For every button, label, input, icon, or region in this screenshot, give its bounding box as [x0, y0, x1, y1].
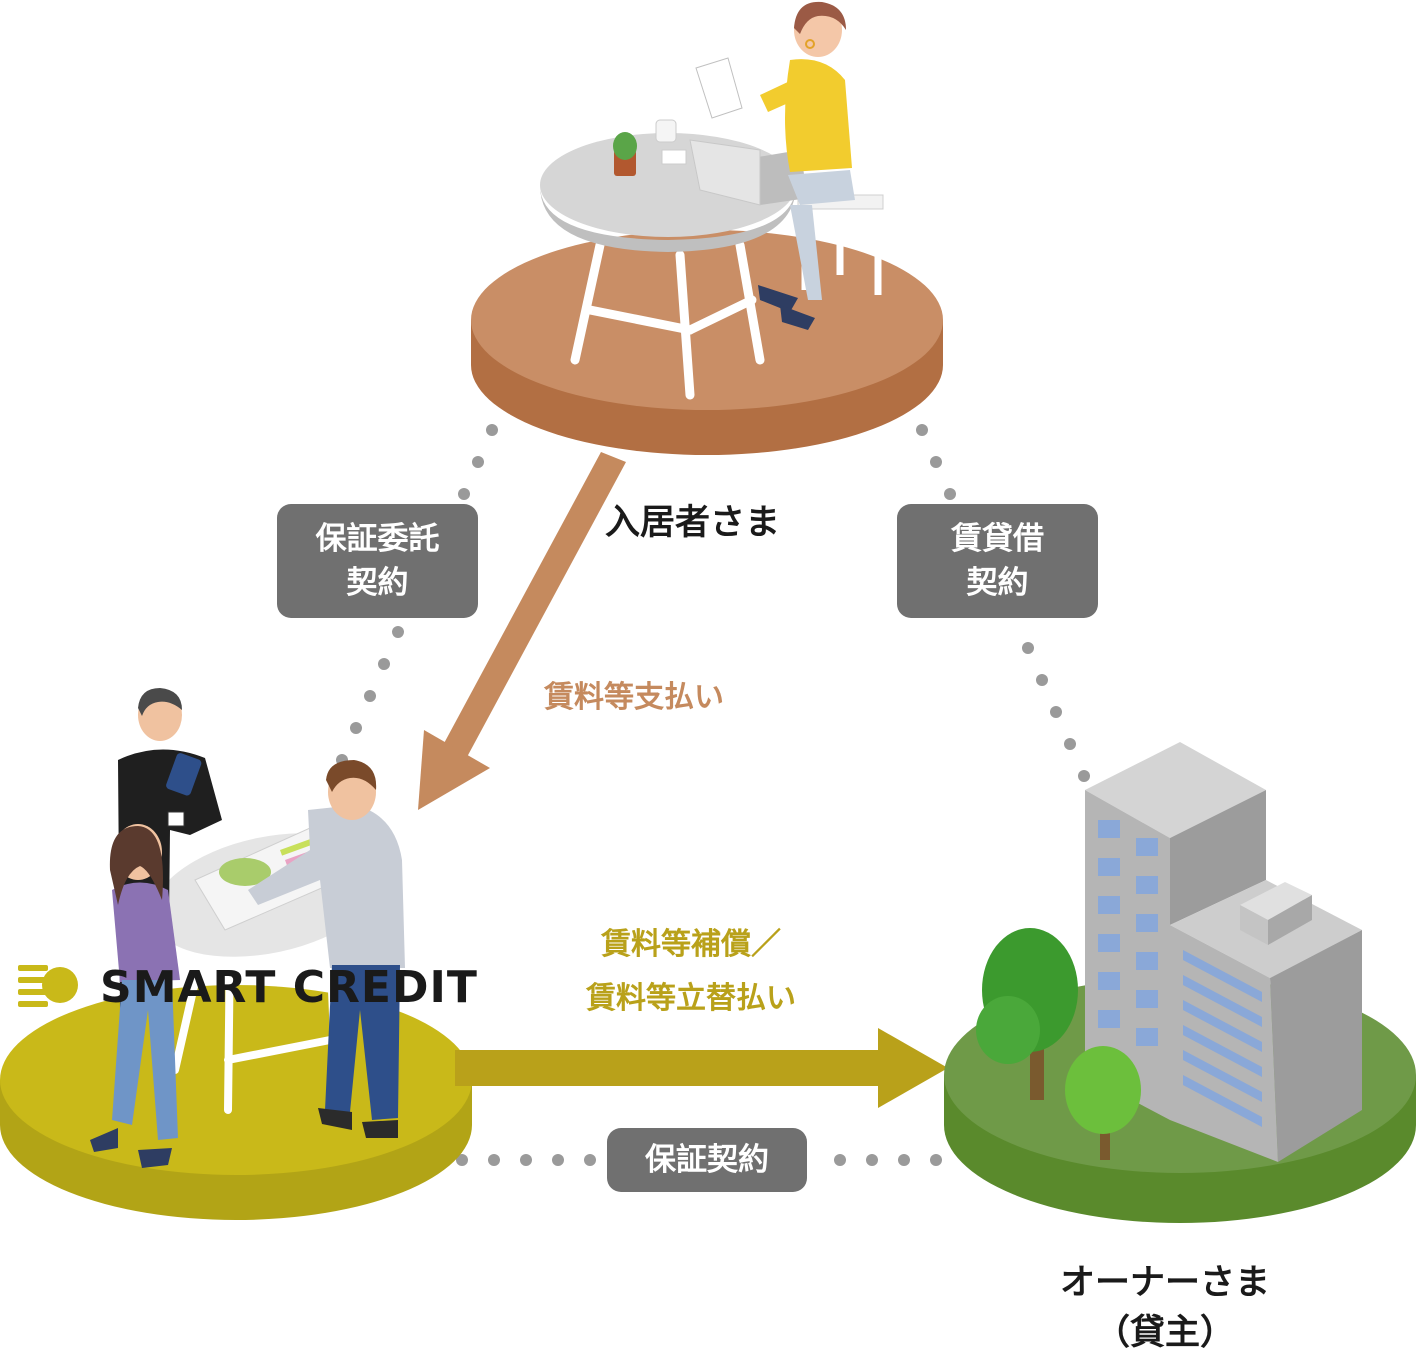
contract-guarantee-commission-line2: 契約: [346, 565, 409, 601]
rent-payment-arrow: [418, 452, 626, 810]
smart-credit-brand: SMART CREDIT: [100, 962, 478, 1013]
dotted-connector-tenant-owner: [916, 424, 1090, 782]
guarantor-illustration: [90, 688, 405, 1168]
rent-payment-label: 賃料等支払い: [544, 680, 724, 715]
contract-box-guarantee-commission: 保証委託 契約: [277, 504, 478, 618]
owner-illustration: [976, 742, 1362, 1162]
contract-lease-line1: 賃貸借: [951, 521, 1044, 557]
compensation-arrow: [455, 1028, 948, 1108]
owner-label: オーナーさま （貸主）: [1045, 1258, 1285, 1358]
contract-guarantee-commission-line1: 保証委託: [315, 521, 440, 557]
guarantor-platform: [0, 985, 472, 1220]
smart-credit-logo-mark: [18, 965, 78, 1007]
contract-lease-line2: 契約: [966, 565, 1029, 601]
compensation-label: 賃料等補償／ 賃料等立替払い: [556, 918, 826, 1026]
contract-box-lease: 賃貸借 契約: [897, 504, 1098, 618]
contract-guarantee-label: 保証契約: [645, 1142, 769, 1178]
compensation-label-line2: 賃料等立替払い: [586, 981, 796, 1016]
tenant-label: 入居者さま: [605, 503, 781, 543]
dotted-connector-guarantor-owner: [456, 1154, 942, 1166]
compensation-label-line1: 賃料等補償／: [601, 927, 781, 962]
tenant-platform: [471, 230, 943, 455]
tenant-illustration: [540, 1, 884, 400]
owner-label-line1: オーナーさま: [1059, 1263, 1270, 1303]
owner-label-line2: （貸主）: [1094, 1313, 1235, 1353]
contract-box-guarantee: 保証契約: [607, 1128, 807, 1192]
